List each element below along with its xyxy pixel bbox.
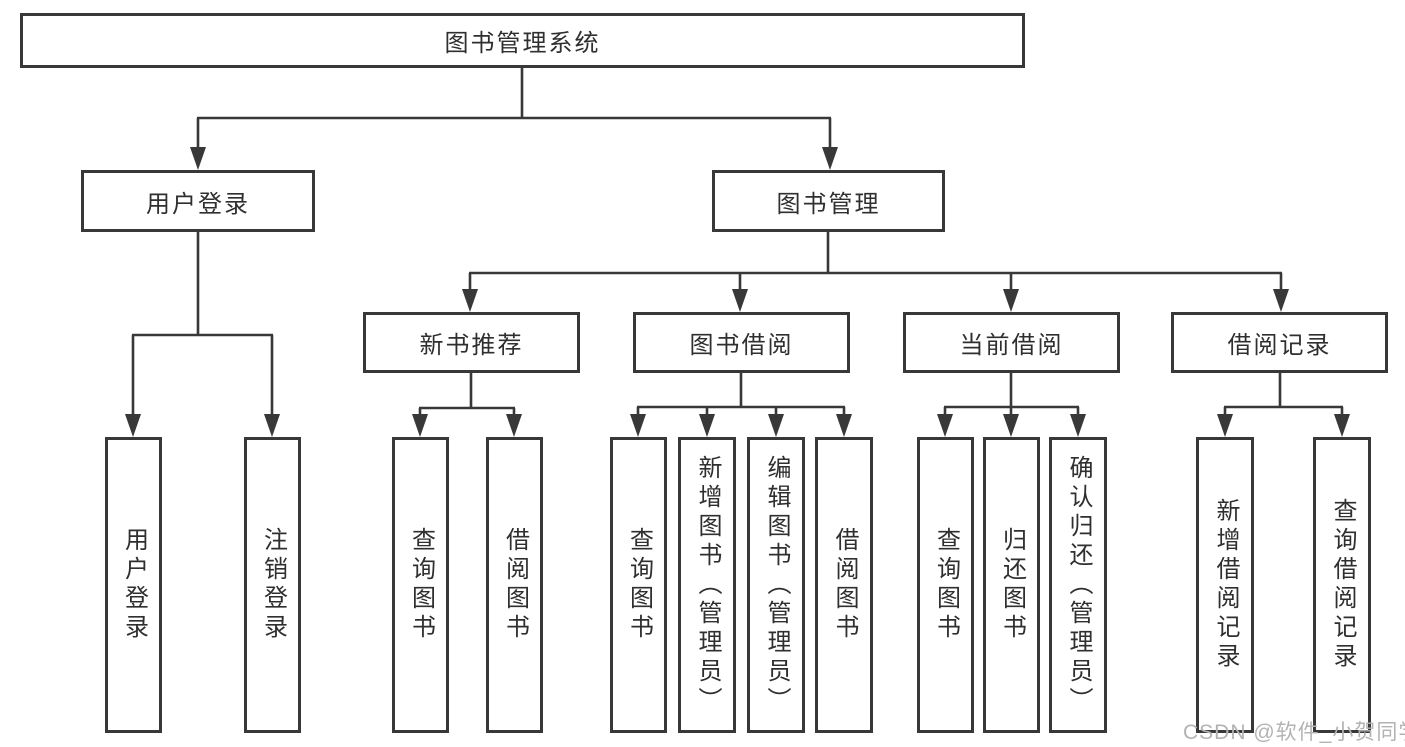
node-book-management: 图书管理 xyxy=(712,170,945,232)
node-leaf-query-borrow-record: 查询借阅记录 xyxy=(1313,437,1371,733)
node-leaf-user-login: 用户登录 xyxy=(105,437,162,733)
node-leaf-add-borrow-record: 新增借阅记录 xyxy=(1196,437,1254,733)
node-book-borrowing: 图书借阅 xyxy=(633,312,850,373)
node-leaf-confirm-return-admin: 确认归还（管理员） xyxy=(1049,437,1107,733)
node-leaf-query-books-current: 查询图书 xyxy=(917,437,974,733)
node-root: 图书管理系统 xyxy=(20,13,1025,68)
node-leaf-borrow-books: 借阅图书 xyxy=(815,437,873,733)
node-leaf-logout: 注销登录 xyxy=(244,437,301,733)
node-leaf-return-books: 归还图书 xyxy=(983,437,1040,733)
node-current-borrowing: 当前借阅 xyxy=(903,312,1120,373)
node-leaf-borrow-books-recommend: 借阅图书 xyxy=(486,437,543,733)
watermark: CSDN @软件_小贺同学 xyxy=(1183,721,1405,744)
node-user-login: 用户登录 xyxy=(81,170,315,232)
node-leaf-edit-books-admin: 编辑图书（管理员） xyxy=(747,437,805,733)
node-borrowing-records: 借阅记录 xyxy=(1171,312,1388,373)
node-leaf-add-books-admin: 新增图书（管理员） xyxy=(678,437,736,733)
node-new-book-recommendation: 新书推荐 xyxy=(363,312,580,373)
node-leaf-query-books-borrowing: 查询图书 xyxy=(610,437,667,733)
node-leaf-query-books-recommend: 查询图书 xyxy=(392,437,449,733)
